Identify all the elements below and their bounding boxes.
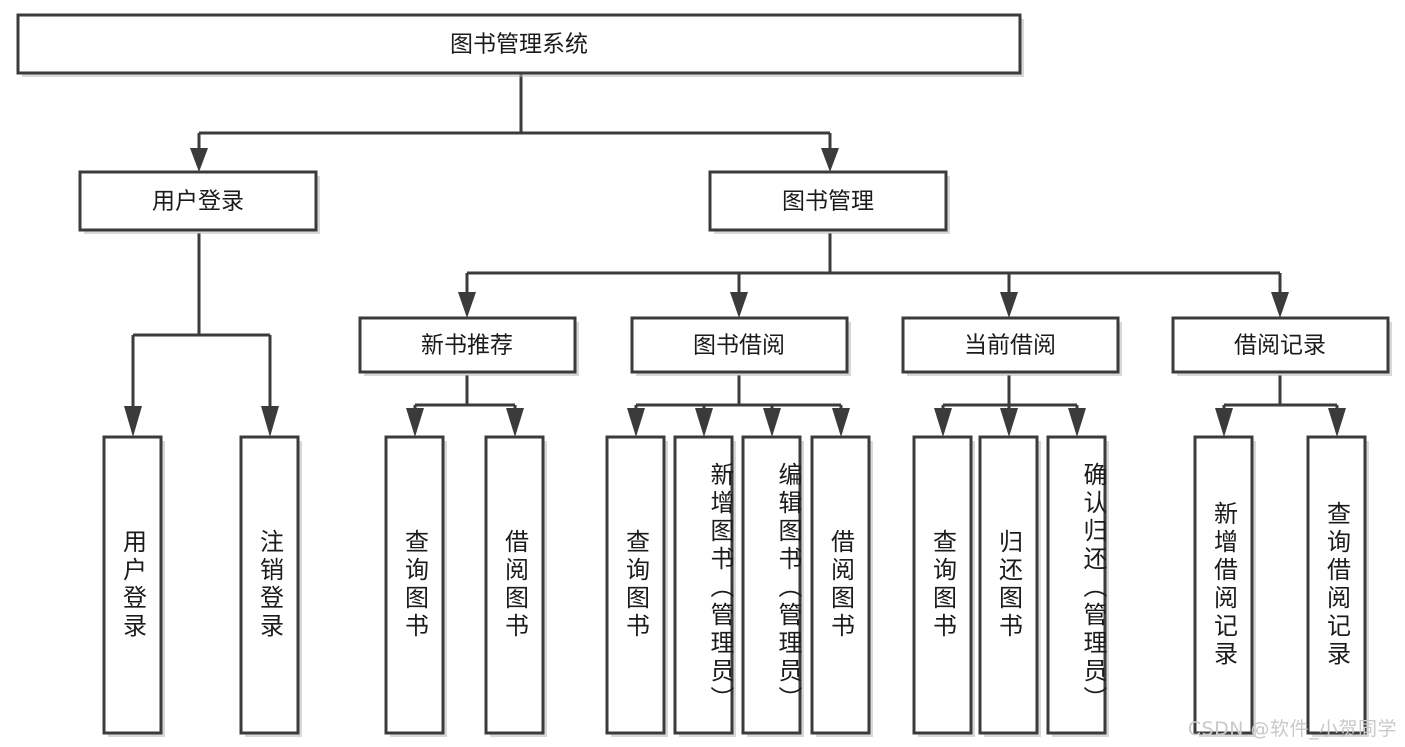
arrow-current-borrow	[1000, 292, 1018, 318]
node-leaf-borrow-book-2[interactable]	[810, 435, 871, 735]
node-book-manage-label: 图书管理	[782, 189, 874, 215]
node-leaf-query-book-1[interactable]	[384, 435, 445, 735]
arrow-user-login	[190, 148, 208, 172]
node-borrow-record[interactable]	[1171, 316, 1390, 374]
node-current-borrow[interactable]	[901, 316, 1120, 374]
arrow-leaf-user-login	[124, 406, 142, 437]
node-current-borrow-label: 当前借阅	[964, 333, 1056, 359]
node-book-manage[interactable]	[708, 170, 948, 232]
arrow-borrow-record	[1271, 292, 1289, 318]
node-root-label: 图书管理系统	[450, 32, 588, 58]
node-leaf-query-book-3[interactable]	[912, 435, 973, 735]
node-leaf-confirm-return[interactable]	[1046, 435, 1107, 735]
node-root[interactable]	[16, 13, 1022, 75]
arrow-new-book	[458, 292, 476, 318]
arrow-leaf-add-book	[695, 408, 713, 437]
arrow-leaf-confirm-return	[1068, 408, 1086, 437]
node-new-book-recommend[interactable]	[358, 316, 577, 374]
node-leaf-add-record[interactable]	[1193, 435, 1254, 735]
arrow-leaf-add-record	[1215, 408, 1233, 437]
node-leaf-logout-login[interactable]	[239, 435, 300, 735]
arrow-leaf-query-book-2	[627, 408, 645, 437]
csdn-watermark: CSDN @软件_小贺同学	[1187, 718, 1397, 740]
node-leaf-query-record[interactable]	[1306, 435, 1367, 735]
node-new-book-recommend-label: 新书推荐	[421, 333, 513, 359]
node-user-login-label: 用户登录	[152, 189, 244, 215]
arrow-book-manage	[821, 148, 839, 172]
node-leaf-edit-book[interactable]	[741, 435, 802, 735]
arrow-leaf-query-book-1	[406, 408, 424, 437]
connector-layer	[124, 74, 1346, 437]
arrow-leaf-query-record	[1328, 408, 1346, 437]
node-leaf-query-book-2[interactable]	[605, 435, 666, 735]
node-leaf-user-login[interactable]	[102, 435, 163, 735]
node-leaf-add-book[interactable]	[673, 435, 734, 735]
arrow-leaf-query-book-3	[934, 408, 952, 437]
arrow-leaf-return-book	[1000, 408, 1018, 437]
arrow-leaf-borrow-book-2	[832, 408, 850, 437]
node-user-login[interactable]	[78, 170, 318, 232]
node-leaf-borrow-book-1[interactable]	[484, 435, 545, 735]
node-borrow-record-label: 借阅记录	[1234, 333, 1326, 359]
arrow-book-borrow	[730, 292, 748, 318]
node-book-borrow[interactable]	[630, 316, 849, 374]
node-layer: 图书管理系统 用户登录 图书管理 新书推荐 图书借阅 当前借阅 借阅记录	[16, 13, 1392, 737]
node-leaf-return-book[interactable]	[978, 435, 1039, 735]
node-book-borrow-label: 图书借阅	[693, 333, 785, 359]
arrow-leaf-borrow-book-1	[506, 408, 524, 437]
arrow-leaf-edit-book	[763, 408, 781, 437]
arrow-leaf-logout-login	[261, 406, 279, 437]
